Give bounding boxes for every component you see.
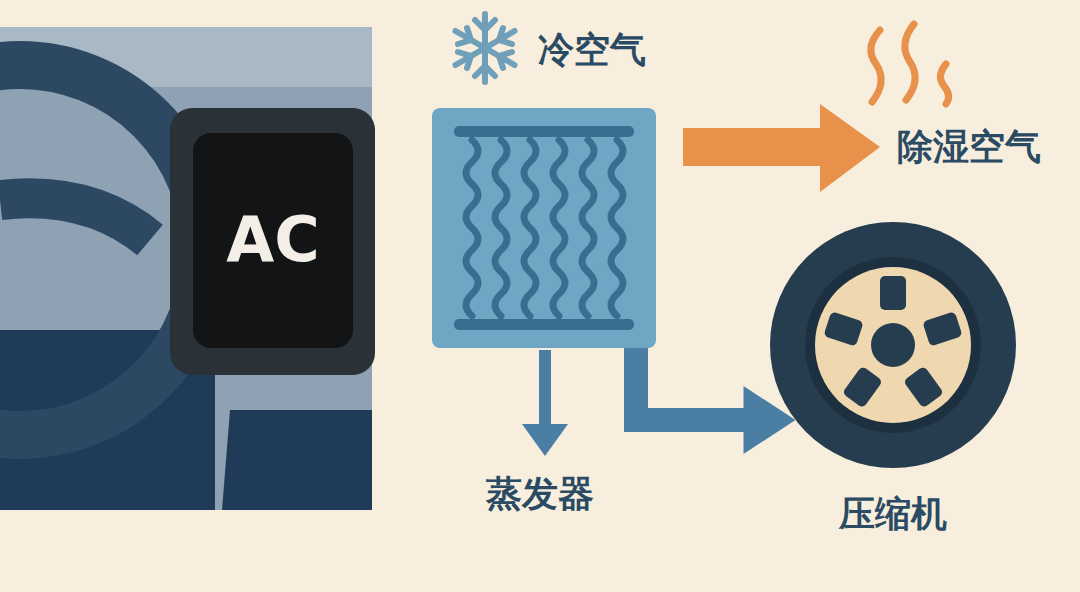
button-label: AC [226,203,319,277]
air-label: 除湿空气 [897,125,1041,168]
dehumidified-air-arrow [683,104,880,192]
heat-waves [871,24,949,104]
part-name: 蒸发器 [486,472,594,515]
snowflake-icon [456,14,515,82]
wheel-shape [768,220,1018,470]
part-name: 压缩机 [839,492,947,535]
dashboard [0,27,375,510]
compressor-wheel: 压缩机 [768,220,1018,470]
ac-button: AC [193,133,353,348]
evaporator-coil [432,108,656,348]
air-label: 冷空气 [538,28,646,71]
evaporator-box: 冷空气 [432,108,656,348]
down-arrow [522,350,568,456]
